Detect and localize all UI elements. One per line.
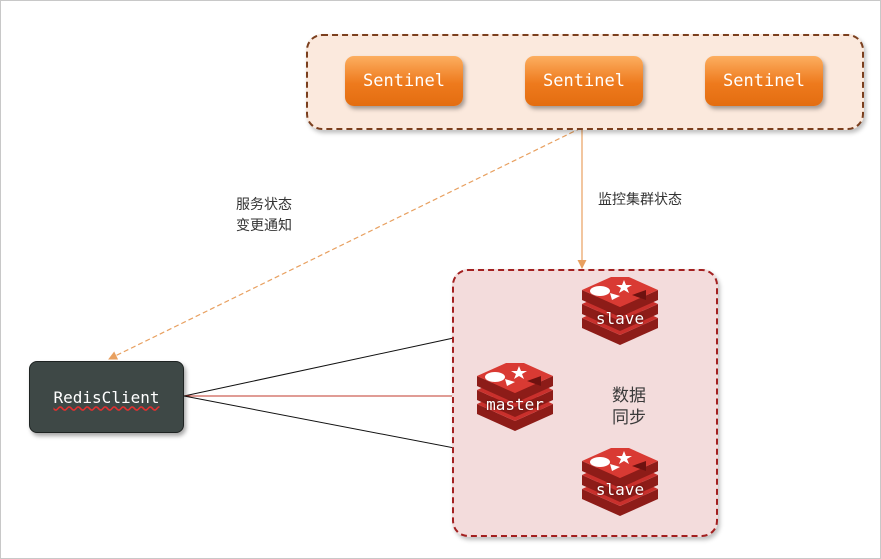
master-label: master <box>486 395 544 414</box>
redis-logo-icon <box>582 448 658 516</box>
slave-node-top: slave <box>580 277 660 347</box>
redis-client-label: RedisClient <box>53 387 160 407</box>
master-node: master <box>475 363 555 433</box>
notify-label-line1: 服务状态 <box>236 197 292 213</box>
slave-top-label: slave <box>595 309 645 328</box>
sync-label-line1: 数据 <box>612 386 646 406</box>
sync-label-line2: 同步 <box>612 408 646 428</box>
slave-node-bottom: slave <box>580 448 660 518</box>
redis-logo-icon <box>477 363 553 431</box>
notify-label-line2: 变更通知 <box>236 218 292 234</box>
slave-bottom-label: slave <box>595 480 645 499</box>
redis-client-box: RedisClient <box>29 361 184 433</box>
sentinel-node-3: Sentinel <box>705 56 823 106</box>
sentinel-node-2: Sentinel <box>525 56 643 106</box>
sentinel-group: Sentinel Sentinel Sentinel <box>306 34 864 130</box>
monitor-label: 监控集群状态 <box>598 192 682 208</box>
redis-logo-icon <box>582 277 658 345</box>
sentinel-node-1: Sentinel <box>345 56 463 106</box>
